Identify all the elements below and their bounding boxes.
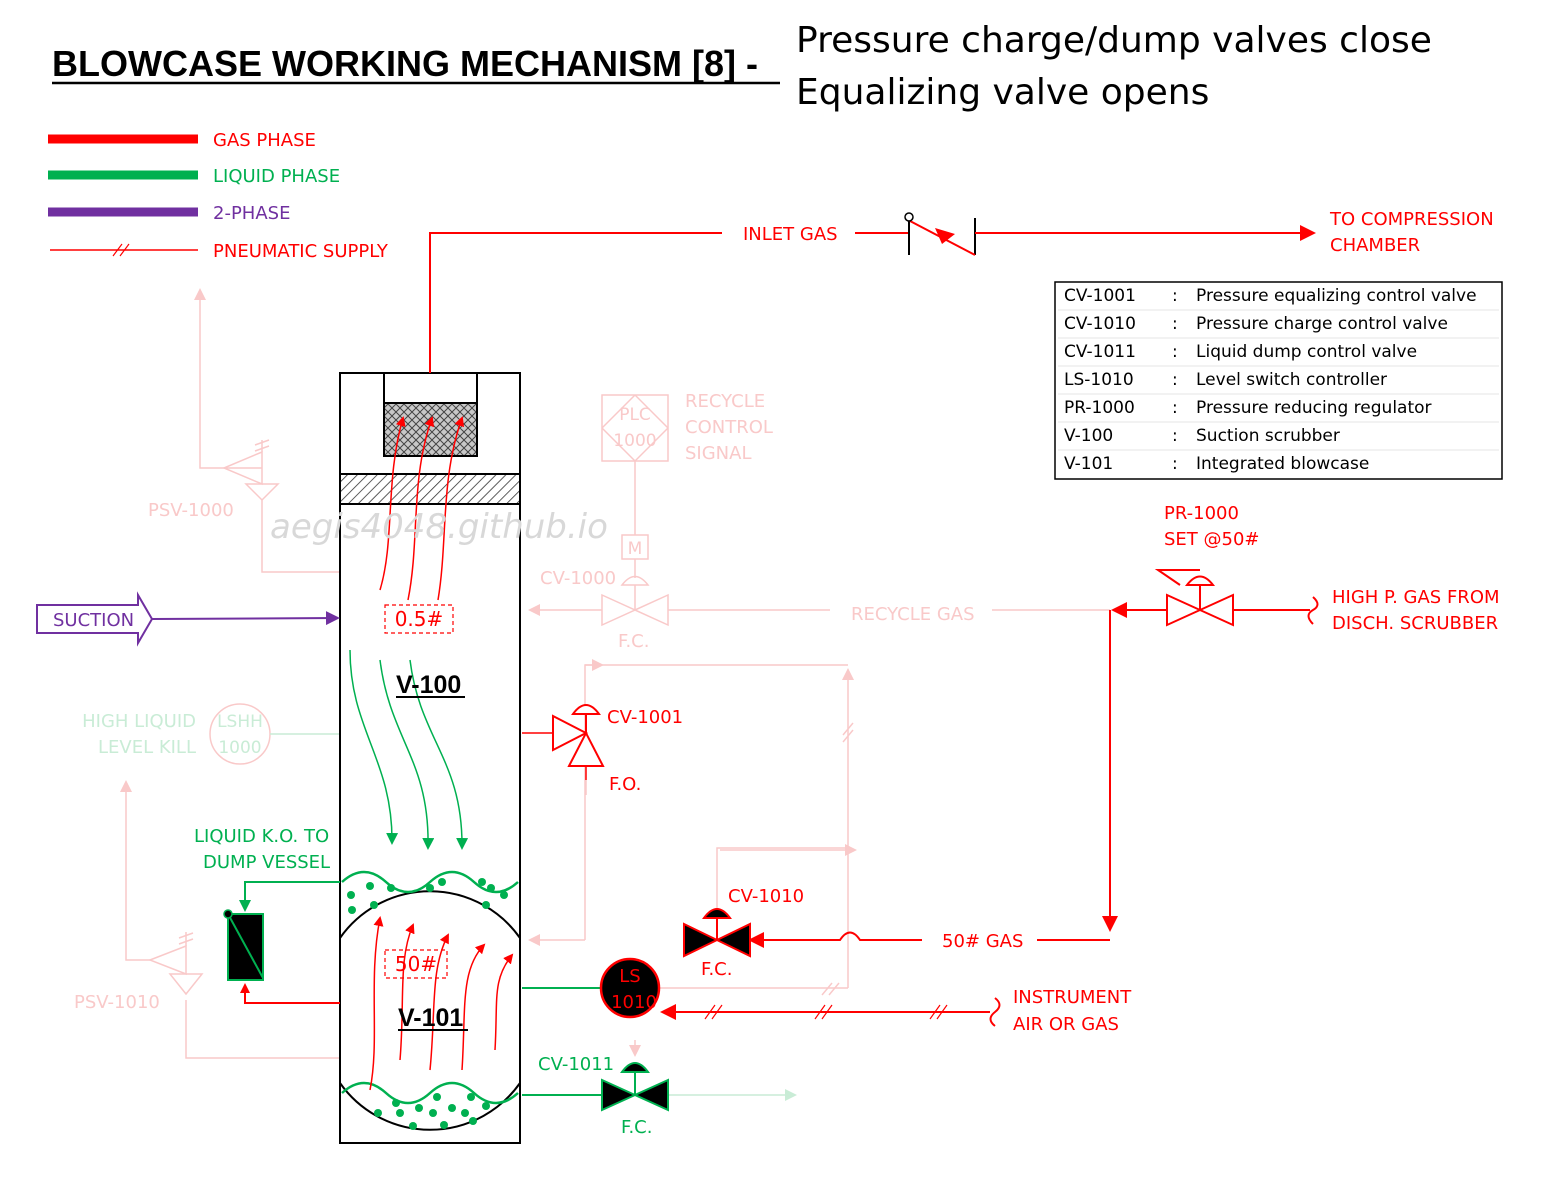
- page-title: BLOWCASE WORKING MECHANISM [8] -: [52, 43, 758, 84]
- table-sep: :: [1172, 454, 1178, 474]
- table-tag: CV-1001: [1064, 286, 1136, 306]
- psv-1000-body: [222, 450, 263, 486]
- psv-1010-label: PSV-1010: [74, 992, 160, 1013]
- legend: GAS PHASE LIQUID PHASE 2-PHASE PNEUMATIC…: [48, 130, 389, 262]
- pr-1000-set-label: SET @50#: [1164, 529, 1260, 550]
- suction-label: SUCTION: [53, 610, 134, 631]
- v-101-tag: V-101: [398, 1004, 463, 1032]
- instrument-label-1: INSTRUMENT: [1013, 987, 1132, 1008]
- legend-two-phase-label: 2-PHASE: [213, 203, 290, 224]
- table-desc: Pressure reducing regulator: [1196, 398, 1432, 418]
- liquid-ko-loop: [223, 881, 340, 1004]
- liquid-surfaces: [341, 870, 519, 1130]
- cv-1000-label: CV-1000: [540, 568, 616, 589]
- faded-text: PSV-1000 PSV-1010 HIGH LIQUID LEVEL KILL…: [74, 391, 975, 1013]
- table-desc: Suction scrubber: [1196, 426, 1340, 446]
- cv-1010-valve[interactable]: [683, 908, 751, 958]
- recycle-gas-label: RECYCLE GAS: [851, 604, 975, 625]
- inlet-gas-label: INLET GAS: [743, 224, 838, 245]
- table-tag: V-101: [1064, 454, 1113, 474]
- cv-1001-fo-label: F.O.: [609, 774, 641, 795]
- equipment-table-frame: [1054, 281, 1503, 480]
- vane-pack: [339, 473, 521, 505]
- cv-1001-valve[interactable]: [522, 704, 605, 795]
- table-tag: LS-1010: [1064, 370, 1134, 390]
- table-desc: Integrated blowcase: [1196, 454, 1369, 474]
- table-tag: PR-1000: [1064, 398, 1135, 418]
- inlet-gas-line: INLET GAS TO COMPRESSION CHAMBER: [429, 209, 1494, 373]
- plc-label-1: PLC: [619, 405, 651, 425]
- recycle-control-label-1: RECYCLE: [685, 391, 765, 412]
- table-desc: Pressure charge control valve: [1196, 314, 1448, 334]
- recycle-control-label-2: CONTROL: [685, 417, 773, 438]
- table-desc: Level switch controller: [1196, 370, 1387, 390]
- table-sep: :: [1172, 286, 1178, 306]
- cv-1001-label: CV-1001: [607, 707, 683, 728]
- liquid-flow-arrows: [349, 649, 469, 850]
- table-tag: V-100: [1064, 426, 1113, 446]
- cv-1010-label: CV-1010: [728, 886, 804, 907]
- vessel: [339, 372, 521, 1144]
- lshh-label-1: LSHH: [217, 712, 263, 732]
- subtitle-line-1: Pressure charge/dump valves close: [796, 20, 1432, 61]
- gas-flow-arrows: [369, 416, 514, 1091]
- cv-1000-fc-label: F.C.: [618, 631, 649, 652]
- to-compression-label-2: CHAMBER: [1330, 235, 1420, 256]
- subtitle-line-2: Equalizing valve opens: [796, 72, 1209, 113]
- pressure-top-value: 0.5#: [395, 607, 444, 631]
- pr-1000-regulator[interactable]: [1154, 569, 1234, 627]
- motor-label: M: [628, 539, 643, 559]
- equipment-table: CV-1001: Pressure equalizing control valv…: [1054, 281, 1503, 480]
- legend-pneumatic-label: PNEUMATIC SUPPLY: [213, 241, 389, 262]
- table-sep: :: [1172, 370, 1178, 390]
- suction-arrow-tag: [36, 591, 154, 647]
- table-desc: Liquid dump control valve: [1196, 342, 1417, 362]
- hp-gas-label-2: DISCH. SCRUBBER: [1332, 613, 1498, 634]
- blowcase-top-head: [339, 890, 521, 939]
- cv-1010-fc-label: F.C.: [701, 959, 732, 980]
- plc-label-2: 1000: [613, 431, 656, 451]
- suction-inlet: SUCTION: [36, 591, 340, 647]
- cv-1011-label: CV-1011: [538, 1054, 614, 1075]
- liquid-ko-label-1: LIQUID K.O. TO: [194, 826, 329, 847]
- gas-outlet-box: [383, 372, 478, 404]
- recycle-control-label-3: SIGNAL: [685, 443, 752, 464]
- table-sep: :: [1172, 426, 1178, 446]
- blowcase-bottom-head: [339, 1082, 521, 1131]
- table-sep: :: [1172, 398, 1178, 418]
- table-sep: :: [1172, 342, 1178, 362]
- cv-1011-valve[interactable]: [601, 1062, 669, 1112]
- cv-1011-fc-label: F.C.: [621, 1117, 652, 1138]
- hp-gas-label-1: HIGH P. GAS FROM: [1332, 587, 1500, 608]
- legend-gas-label: GAS PHASE: [213, 130, 316, 151]
- high-liquid-label-1: HIGH LIQUID: [82, 711, 196, 732]
- to-compression-label-1: TO COMPRESSION: [1329, 209, 1494, 230]
- table-tag: CV-1010: [1064, 314, 1136, 334]
- table-tag: CV-1011: [1064, 342, 1136, 362]
- psv-1000-label: PSV-1000: [148, 500, 234, 521]
- table-desc: Pressure equalizing control valve: [1196, 286, 1477, 306]
- gas-50-label: 50# GAS: [942, 931, 1023, 952]
- v-100-tag: V-100: [396, 671, 461, 699]
- faded-elements: [120, 288, 1110, 1101]
- mist-eliminator: [383, 402, 478, 457]
- pr-1000-label: PR-1000: [1164, 503, 1239, 524]
- table-sep: :: [1172, 314, 1178, 334]
- ls-label-1: LS: [619, 966, 640, 987]
- pressure-tag-bottom: [384, 949, 448, 979]
- pressure-bottom-value: 50#: [395, 952, 437, 976]
- watermark: aegis4048.github.io: [270, 507, 608, 547]
- legend-liquid-label: LIQUID PHASE: [213, 166, 340, 187]
- ls-label-2: 1010: [611, 992, 657, 1013]
- ls-1010-controller[interactable]: [599, 957, 661, 1019]
- lshh-label-2: 1000: [218, 738, 261, 758]
- high-liquid-label-2: LEVEL KILL: [98, 737, 196, 758]
- instrument-label-2: AIR OR GAS: [1013, 1014, 1119, 1035]
- pressure-tag-top: [384, 604, 454, 634]
- liquid-ko-label-2: DUMP VESSEL: [203, 852, 330, 873]
